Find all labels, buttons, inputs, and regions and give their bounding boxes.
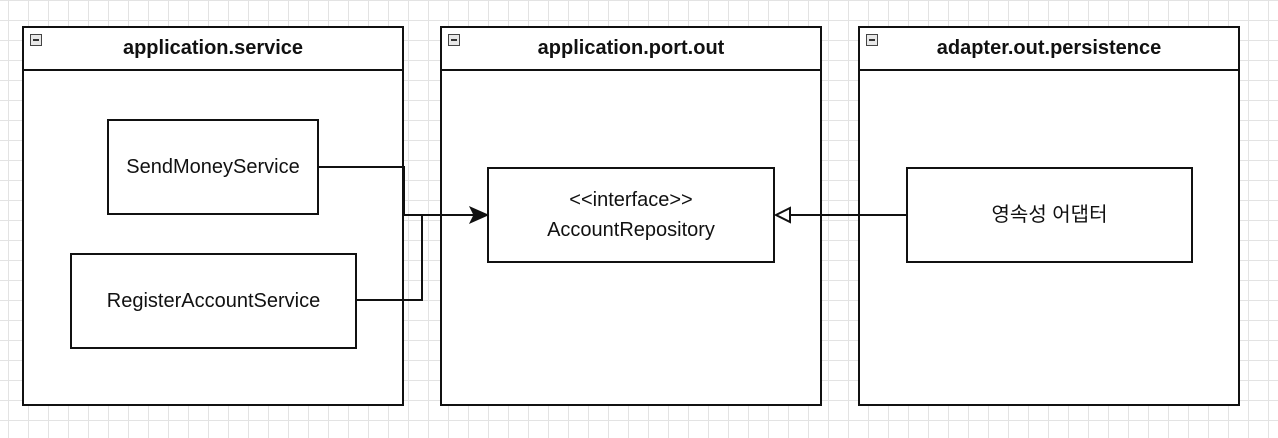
package-header: application.service: [24, 28, 402, 71]
package-application-service[interactable]: application.service: [22, 26, 404, 406]
class-label: AccountRepository: [547, 219, 715, 241]
package-title: application.service: [122, 37, 304, 59]
persistence-adapter-box[interactable]: 영속성 어댑터: [906, 167, 1193, 263]
collapse-icon[interactable]: [448, 34, 460, 46]
class-label: RegisterAccountService: [106, 290, 321, 312]
package-title: application.port.out: [537, 37, 725, 59]
account-repository-interface-box[interactable]: <<interface>> AccountRepository: [487, 167, 775, 263]
collapse-icon[interactable]: [866, 34, 878, 46]
package-header: application.port.out: [442, 28, 820, 71]
package-title: adapter.out.persistence: [936, 37, 1162, 59]
send-money-service-box[interactable]: SendMoneyService: [107, 119, 319, 215]
stereotype-label: <<interface>>: [569, 189, 693, 211]
class-label: 영속성 어댑터: [991, 204, 1108, 226]
class-label: SendMoneyService: [126, 156, 300, 178]
collapse-icon[interactable]: [30, 34, 42, 46]
register-account-service-box[interactable]: RegisterAccountService: [70, 253, 357, 349]
package-header: adapter.out.persistence: [860, 28, 1238, 71]
